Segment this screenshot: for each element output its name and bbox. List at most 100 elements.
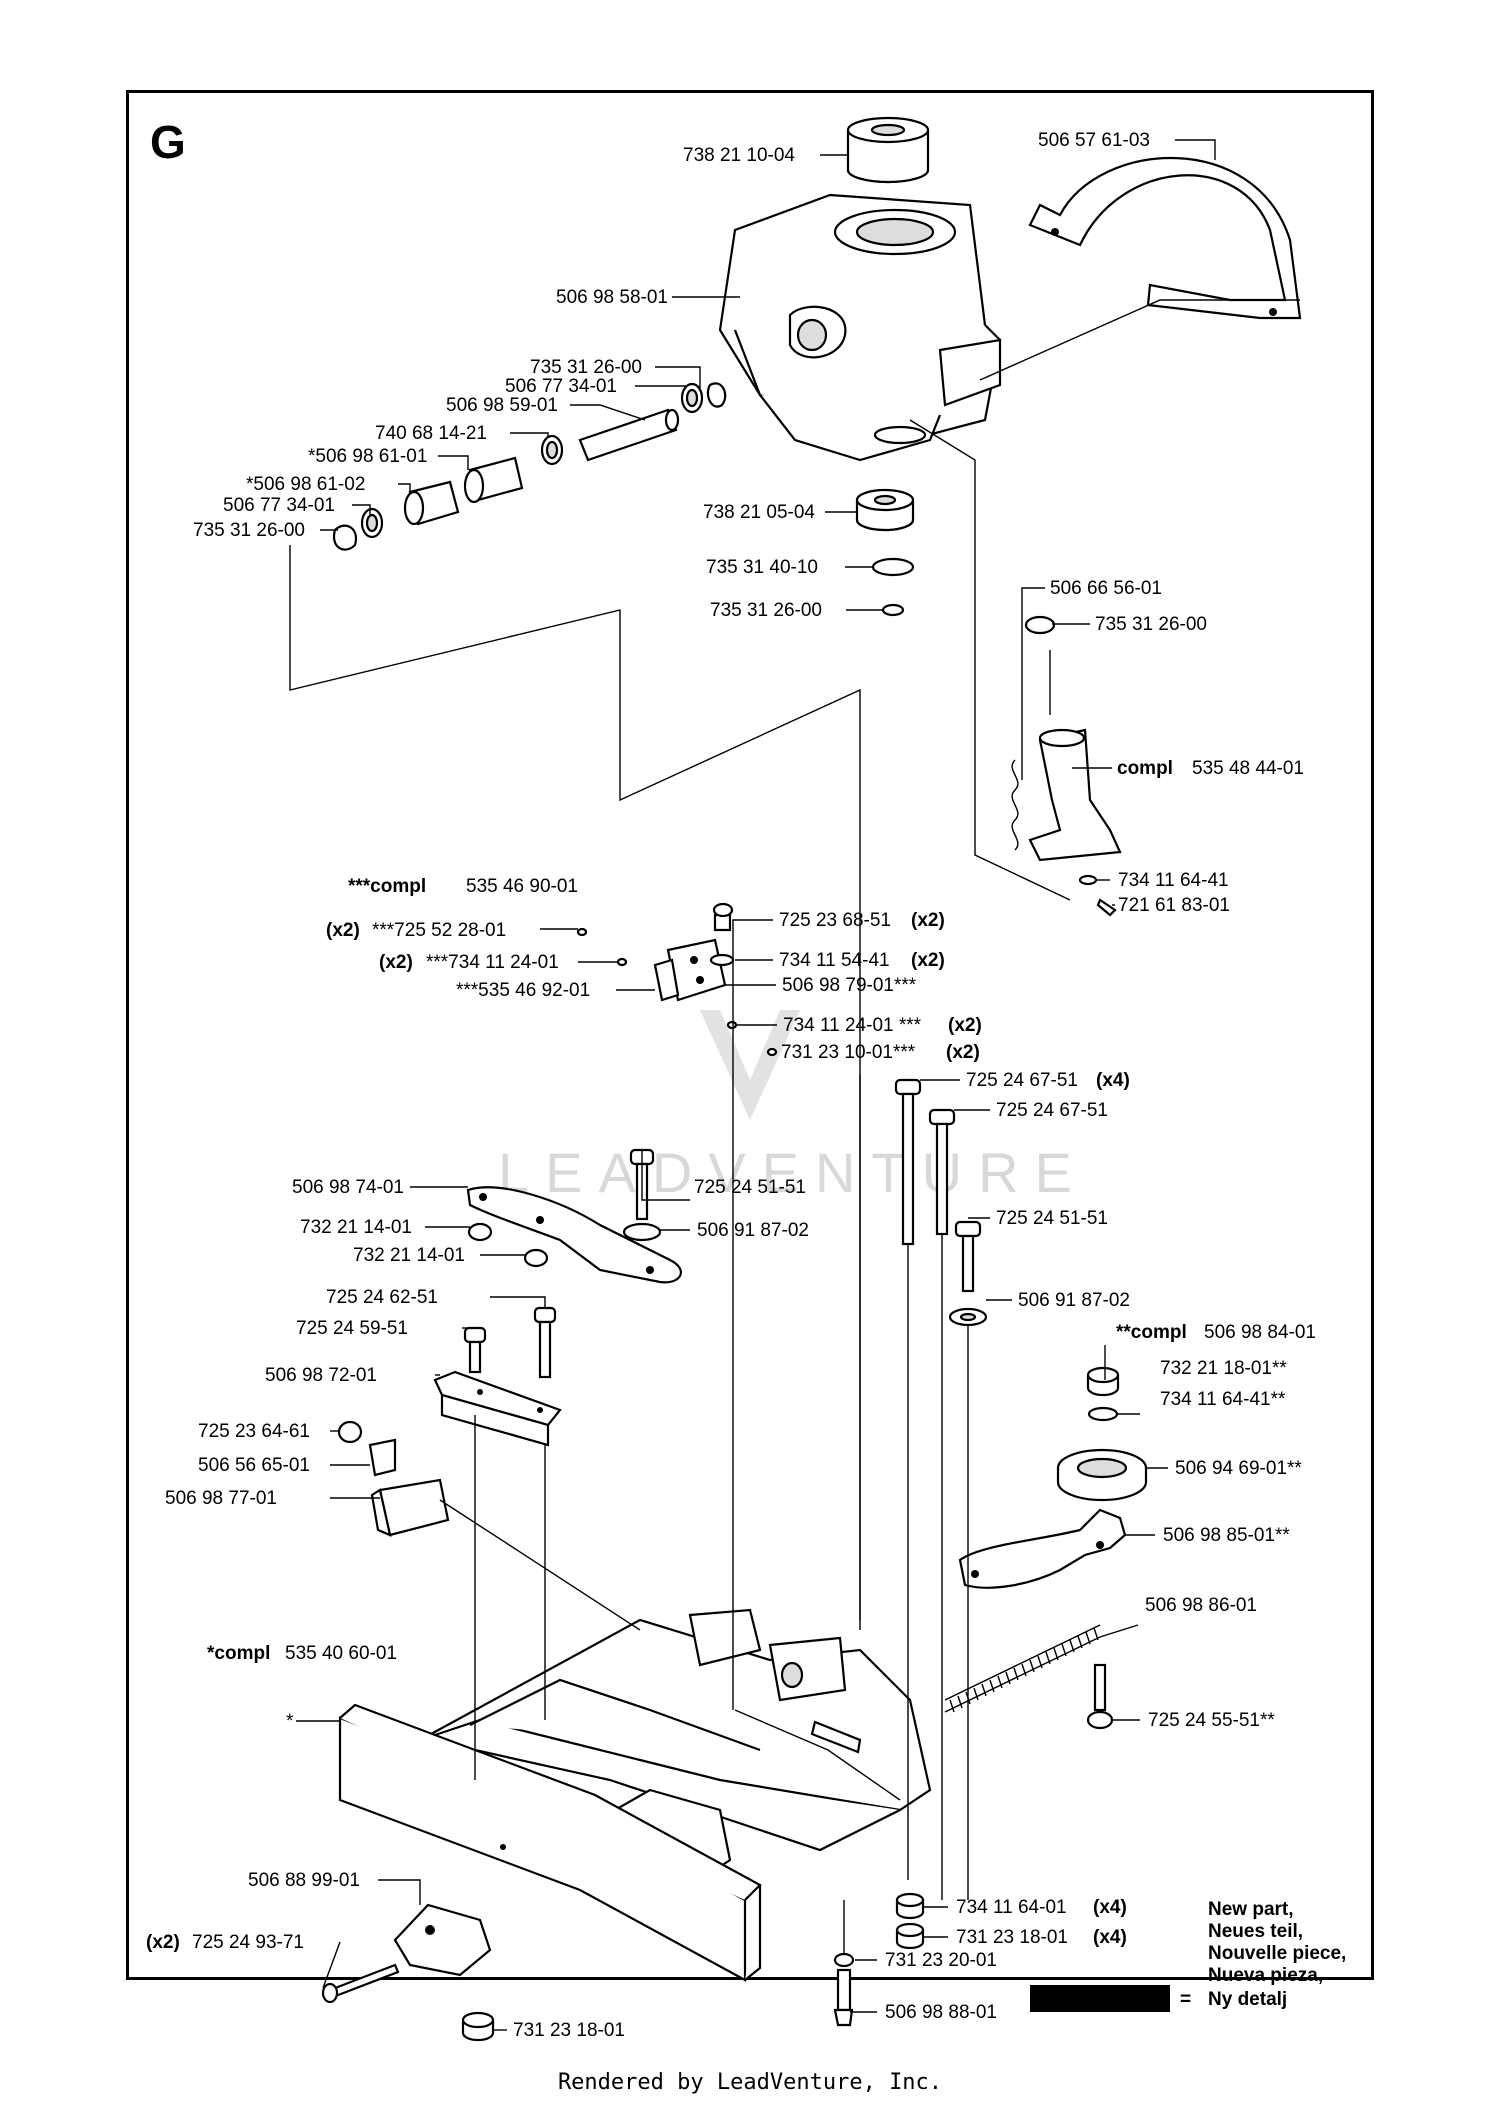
label-l41: 506 98 72-01 xyxy=(265,1365,377,1386)
label-l32: 725 24 51-51 xyxy=(694,1177,806,1198)
label-l37: 725 24 62-51 xyxy=(326,1287,438,1308)
label-l15: 506 66 56-01 xyxy=(1050,578,1162,599)
label-l29-qty: (x4) xyxy=(1096,1070,1130,1091)
label-l46: 506 56 65-01 xyxy=(198,1455,310,1476)
label-l26: 506 98 79-01*** xyxy=(782,975,917,996)
label-l02: 506 57 61-03 xyxy=(1038,130,1150,151)
label-l43: 734 11 64-41** xyxy=(1160,1389,1286,1410)
spring-506-98-86-01 xyxy=(944,1624,1114,1730)
label-l56-qty: (x4) xyxy=(1093,1927,1127,1948)
label-l25-qty: (x2) xyxy=(911,950,945,971)
label-l42: 732 21 18-01** xyxy=(1160,1358,1287,1379)
label-l57: 731 23 20-01 xyxy=(885,1950,997,1971)
bearing-738-21-10-04 xyxy=(846,116,930,184)
label-l28-qty: (x2) xyxy=(946,1042,980,1063)
label-l04: 735 31 26-00 xyxy=(530,357,642,378)
label-l54: 725 24 93-71 xyxy=(192,1932,304,1953)
legend-equals: = xyxy=(1180,1989,1191,2010)
label-l20: 535 46 90-01 xyxy=(466,876,578,897)
part-labels: 738 21 10-04 506 57 61-03 506 98 58-01 7… xyxy=(146,130,1316,2041)
label-l10: 506 77 34-01 xyxy=(223,495,335,516)
bracket-506-98-77-01 xyxy=(337,1420,450,1537)
legend-swatch xyxy=(1030,1985,1170,2012)
label-l24: 725 23 68-51 xyxy=(779,910,891,931)
label-l28: 731 23 10-01*** xyxy=(781,1042,916,1063)
label-l55-qty: (x4) xyxy=(1093,1897,1127,1918)
legend-line-2: Neues teil, xyxy=(1208,1921,1303,1942)
legend-line-3: Nouvelle piece, xyxy=(1208,1943,1346,1964)
label-l12: 738 21 05-04 xyxy=(703,502,815,523)
bar-506-98-72-01 xyxy=(433,1306,562,1447)
label-l22: ***734 11 24-01 xyxy=(426,952,559,973)
legend-line-4: Nueva pieza, xyxy=(1208,1965,1323,1986)
label-l40-prefix: **compl xyxy=(1116,1322,1187,1343)
label-l47: 506 98 77-01 xyxy=(165,1488,277,1509)
label-l53: 506 88 99-01 xyxy=(248,1870,360,1891)
label-l08: *506 98 61-01 xyxy=(308,446,427,467)
label-l31: 506 98 74-01 xyxy=(292,1177,404,1198)
lever-assembly xyxy=(1011,615,1122,917)
label-l52: * xyxy=(286,1711,294,1732)
label-l25: 734 11 54-41 xyxy=(779,950,890,971)
watermark-text: LEADVENTURE xyxy=(498,1141,1088,1204)
label-l35: 732 21 14-01 xyxy=(353,1245,465,1266)
sensor-bracket xyxy=(576,902,778,1057)
legend-line-5: Ny detalj xyxy=(1208,1989,1287,2010)
label-l13: 735 31 40-10 xyxy=(706,557,818,578)
label-l49: 506 98 86-01 xyxy=(1145,1595,1257,1616)
label-l01: 738 21 10-04 xyxy=(683,145,795,166)
label-l07: 740 68 14-21 xyxy=(375,423,487,444)
label-l36: 725 24 51-51 xyxy=(996,1208,1108,1229)
label-l33: 732 21 14-01 xyxy=(300,1217,412,1238)
label-l19: 721 61 83-01 xyxy=(1118,895,1230,916)
label-l56: 731 23 18-01 xyxy=(956,1927,1068,1948)
label-l20-prefix: ***compl xyxy=(348,876,426,897)
label-l34: 506 91 87-02 xyxy=(697,1220,809,1241)
label-l09: *506 98 61-02 xyxy=(246,474,365,495)
label-l30: 725 24 67-51 xyxy=(996,1100,1108,1121)
label-l06: 506 98 59-01 xyxy=(446,395,558,416)
label-l21-prefix: (x2) xyxy=(326,920,360,941)
label-l54-prefix: (x2) xyxy=(146,1932,180,1953)
diagram-frame xyxy=(126,90,1374,1980)
label-l40: 506 98 84-01 xyxy=(1204,1322,1316,1343)
circlip-735-31-26-00 xyxy=(881,603,905,617)
label-l38: 506 91 87-02 xyxy=(1018,1290,1130,1311)
label-l29: 725 24 67-51 xyxy=(966,1070,1078,1091)
label-l03: 506 98 58-01 xyxy=(556,287,668,308)
label-l17: 535 48 44-01 xyxy=(1192,758,1304,779)
label-l44: 725 23 64-61 xyxy=(198,1421,310,1442)
label-l45: 506 94 69-01** xyxy=(1175,1458,1302,1479)
bottom-bracket xyxy=(321,1892,925,2042)
circlip-735-31-40-10 xyxy=(871,557,915,577)
label-l11: 735 31 26-00 xyxy=(193,520,305,541)
new-part-legend: New part, Neues teil, Nouvelle piece, Nu… xyxy=(1030,1899,1346,2012)
label-l59: 506 98 88-01 xyxy=(885,2002,997,2023)
label-l17-prefix: compl xyxy=(1117,758,1173,779)
shaft-assembly xyxy=(332,382,727,551)
watermark: LEADVENTURE xyxy=(498,1010,1088,1204)
section-letter: G xyxy=(150,116,186,168)
label-l39: 725 24 59-51 xyxy=(296,1318,408,1339)
label-l27: 734 11 24-01 *** xyxy=(783,1015,922,1036)
label-l14: 735 31 26-00 xyxy=(710,600,822,621)
legend-line-1: New part, xyxy=(1208,1899,1294,1920)
label-l48: 506 98 85-01** xyxy=(1163,1525,1290,1546)
label-l50-prefix: *compl xyxy=(207,1643,270,1664)
label-l58: 731 23 18-01 xyxy=(513,2020,625,2041)
leader-lines xyxy=(289,139,1300,2031)
label-l55: 734 11 64-01 xyxy=(956,1897,1067,1918)
label-l21: ***725 52 28-01 xyxy=(372,920,506,941)
label-l23: ***535 46 92-01 xyxy=(456,980,590,1001)
bearing-738-21-05-04 xyxy=(855,488,915,532)
label-l22-prefix: (x2) xyxy=(379,952,413,973)
pulley-assembly xyxy=(958,1366,1148,1589)
label-l18: 734 11 64-41 xyxy=(1118,870,1229,891)
label-l16: 735 31 26-00 xyxy=(1095,614,1207,635)
front-bumper xyxy=(338,1703,762,1982)
label-l27-qty: (x2) xyxy=(948,1015,982,1036)
footer-credit: Rendered by LeadVenture, Inc. xyxy=(557,2070,943,2095)
strap-bracket xyxy=(1028,156,1302,320)
label-l51: 725 24 55-51** xyxy=(1148,1710,1275,1731)
